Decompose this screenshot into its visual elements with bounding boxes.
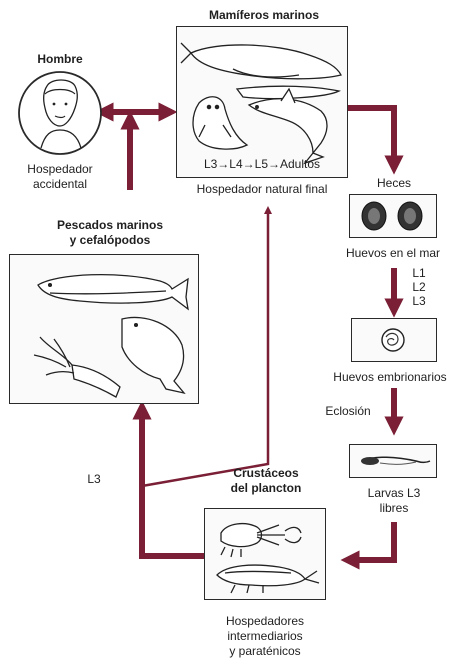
stages-label: L3→L4→L5→Adultos: [177, 157, 347, 171]
accidental-host-line1: Hospedador: [10, 162, 110, 176]
arrow-mammals-to-feces: [348, 108, 394, 165]
feces-heading: Heces: [354, 176, 434, 190]
fish-icon: [38, 275, 188, 393]
free-larvae-line1: Larvas L3: [350, 486, 438, 500]
crustaceans-heading-line1: Crustáceos: [206, 466, 326, 480]
fish-box: [9, 254, 199, 404]
human-heading: Hombre: [20, 52, 100, 66]
fish-heading-line1: Pescados marinos: [40, 218, 180, 232]
crustaceans-heading-line2: del plancton: [206, 481, 326, 495]
larval-stage-3: L3: [408, 294, 430, 308]
seal-icon: [193, 97, 247, 149]
embryonated-eggs-label: Huevos embrionarios: [316, 370, 464, 384]
egg-icon: [362, 202, 422, 230]
accidental-host-line2: accidental: [10, 177, 110, 191]
eggs-in-sea-label: Huevos en el mar: [330, 246, 456, 260]
marine-mammals-heading: Mamíferos marinos: [176, 8, 352, 22]
embryonated-egg-icon: [382, 329, 404, 351]
natural-host-label: Hospedador natural final: [170, 182, 354, 196]
embryonated-box: [351, 318, 437, 362]
crustaceans-box: [204, 508, 326, 600]
human-head-icon: [15, 68, 105, 158]
whale-icon: [181, 43, 341, 99]
hatching-label: Eclosión: [318, 404, 378, 418]
intermediate-hosts-line3: y paraténicos: [200, 644, 330, 658]
dolphin-icon: [249, 89, 327, 163]
feces-box: [349, 194, 437, 238]
krill-icon: [221, 524, 301, 557]
fish-heading-line2: y cefalópodos: [40, 233, 180, 247]
arrow-larvae-to-crustaceans: [350, 522, 394, 560]
free-larvae-line2: libres: [350, 501, 438, 515]
larvae-box: [349, 444, 437, 478]
l3-label: L3: [82, 472, 106, 486]
intermediate-hosts-line1: Hospedadores: [200, 614, 330, 628]
larval-stage-2: L2: [408, 280, 430, 294]
intermediate-hosts-line2: intermediarios: [200, 629, 330, 643]
larval-stage-1: L1: [408, 266, 430, 280]
squid-icon: [34, 337, 120, 397]
marine-mammals-box: L3→L4→L5→Adultos: [176, 26, 348, 178]
arrow-crustaceans-to-fish: [142, 410, 208, 556]
larva-icon: [361, 457, 430, 465]
shrimp-icon: [217, 565, 319, 593]
